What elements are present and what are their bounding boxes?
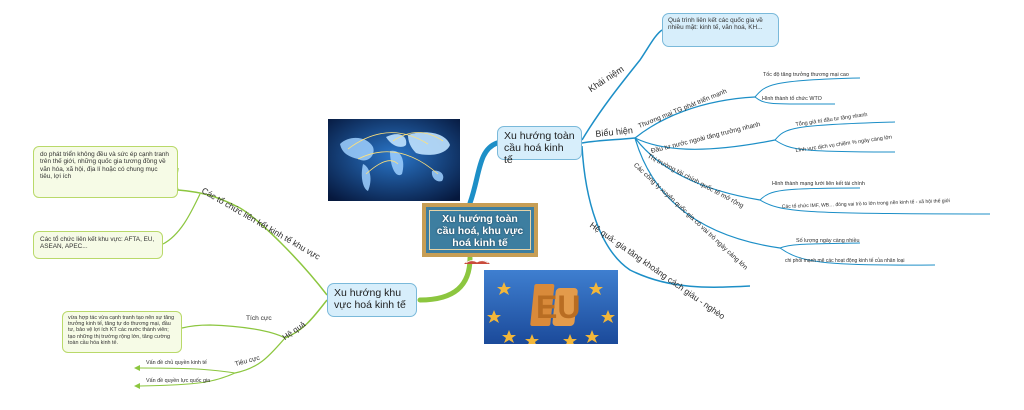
khai-niem-text: Quá trình liên kết các quốc gia về nhiều… xyxy=(668,17,763,32)
topic-globalization[interactable]: Xu hướng toàn cầu hoá kinh tế xyxy=(497,126,582,166)
reason-text: do phát triển không đều và sức ép cạnh t… xyxy=(40,151,169,181)
leaf-wto[interactable]: Hình thành tổ chức WTO xyxy=(762,96,822,102)
leaf-so-luong[interactable]: Số lượng ngày càng nhiều xyxy=(796,238,860,244)
positive-effects-text: vừa hợp tác vừa cạnh tranh tạo nên sự tă… xyxy=(68,315,175,346)
connector-tich-cuc xyxy=(181,324,286,339)
connector-cac-to-chuc xyxy=(177,189,328,296)
connector-tieu-cuc xyxy=(234,337,286,374)
connector-leaf xyxy=(774,121,896,141)
connector-box2 xyxy=(162,193,201,245)
connector-leaf xyxy=(774,139,896,153)
connector-center-right xyxy=(467,140,500,206)
connector-cong-ty xyxy=(634,137,781,249)
central-topic-label: Xu hướng toàn cầu hoá, khu vực hoá kinh … xyxy=(436,213,524,250)
leaf-mang-luoi[interactable]: Hình thành mạng lưới liên kết tài chính xyxy=(772,181,865,187)
connector-leaf xyxy=(754,77,861,98)
branch-tich-cuc[interactable]: Tích cực xyxy=(246,315,272,322)
reason-box[interactable]: do phát triển không đều và sức ép cạnh t… xyxy=(33,146,178,198)
connector-leaf xyxy=(759,199,991,215)
connector-he-qua-right xyxy=(581,145,751,288)
connector-leaf xyxy=(139,372,236,387)
connector-leaf xyxy=(139,367,236,374)
book-icon xyxy=(464,260,490,264)
connector-he-qua-left xyxy=(284,299,328,339)
central-topic[interactable]: Xu hướng toàn cầu hoá, khu vực hoá kinh … xyxy=(422,203,538,257)
leaf-quyen-luc[interactable]: Vấn đề quyền lực quốc gia xyxy=(146,378,211,384)
organizations-text: Các tổ chức liên kết khu vực: AFTA, EU, … xyxy=(40,236,155,251)
connector-leaf xyxy=(759,187,861,201)
topic-regionalization-label: Xu hướng khu vực hoá kinh tế xyxy=(334,287,406,312)
connector-leaf xyxy=(779,242,861,249)
connector-center-left xyxy=(417,255,473,303)
leaf-chu-quyen[interactable]: Vấn đề chủ quyền kinh tế xyxy=(146,360,207,366)
topic-regionalization[interactable]: Xu hướng khu vực hoá kinh tế xyxy=(327,283,417,317)
central-topic-frame xyxy=(429,210,531,250)
eu-flag-image: EU xyxy=(484,270,618,347)
world-map-image xyxy=(328,119,460,201)
topic-globalization-label: Xu hướng toàn cầu hoá kinh tế xyxy=(504,130,575,167)
connector-leaf xyxy=(779,247,936,266)
arrow-marker xyxy=(134,365,140,371)
connector-tai-chinh xyxy=(634,137,761,201)
connector-khai-niem xyxy=(581,29,663,141)
arrow-marker xyxy=(134,383,140,389)
positive-effects-box[interactable]: vừa hợp tác vừa cạnh tranh tạo nên sự tă… xyxy=(62,311,182,353)
connector-dau-tu xyxy=(634,137,776,150)
organizations-box[interactable]: Các tổ chức liên kết khu vực: AFTA, EU, … xyxy=(33,231,163,259)
connector-leaf xyxy=(754,96,836,105)
khai-niem-box[interactable]: Quá trình liên kết các quốc gia về nhiều… xyxy=(662,13,779,47)
eu-text: EU xyxy=(536,289,580,325)
leaf-toc-do-tang-truong[interactable]: Tốc độ tăng trưởng thương mại cao xyxy=(763,72,849,78)
connector-thuong-mai xyxy=(634,96,756,139)
leaf-chi-phoi[interactable]: chi phối mạnh mẽ các hoạt động kinh tế c… xyxy=(785,258,905,264)
connector-bieu-hien xyxy=(581,137,636,144)
